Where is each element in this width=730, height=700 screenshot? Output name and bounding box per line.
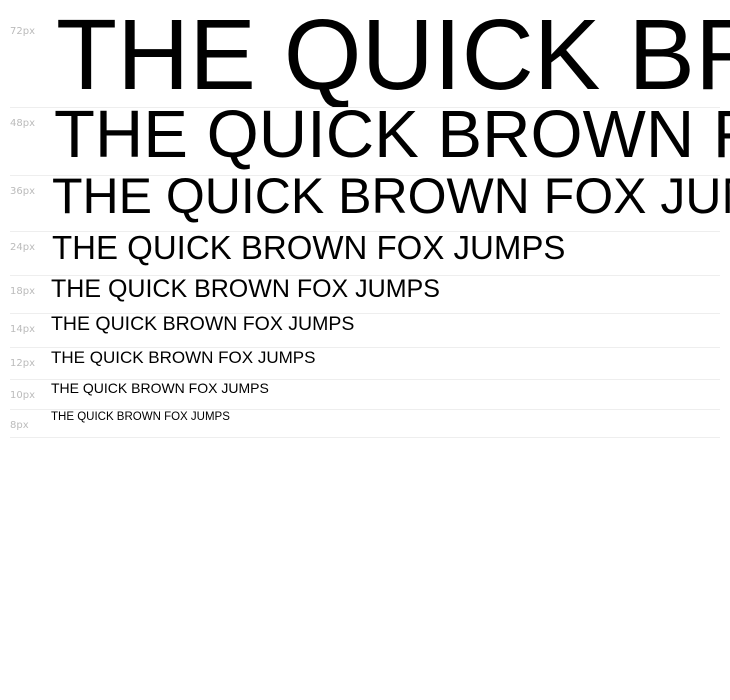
sample-text: THE QUICK BROWN FOX JUMPS	[51, 410, 230, 423]
divider	[10, 347, 720, 348]
divider	[10, 379, 720, 380]
size-label: 14px	[10, 324, 35, 335]
sample-text: THE QUICK BROWN FOX JUMPS	[51, 275, 440, 303]
divider	[10, 409, 720, 410]
size-label: 8px	[10, 420, 29, 431]
sample-text: THE QUICK BROWN FOX JUMPS	[54, 97, 730, 172]
size-label: 48px	[10, 118, 35, 129]
size-label: 18px	[10, 286, 35, 297]
divider	[10, 275, 720, 276]
sample-text: THE QUICK BROWN FOX JUMPS	[51, 348, 316, 367]
sample-text: THE QUICK BROWN FOX JUMPS	[56, 0, 730, 111]
divider	[10, 231, 720, 232]
sample-text: THE QUICK BROWN FOX JUMPS	[51, 313, 355, 335]
size-label: 24px	[10, 242, 35, 253]
size-label: 36px	[10, 186, 35, 197]
sample-text: THE QUICK BROWN FOX JUMPS	[52, 229, 566, 266]
size-label: 10px	[10, 390, 35, 401]
divider	[10, 175, 720, 176]
divider	[10, 313, 720, 314]
sample-text: THE QUICK BROWN FOX JUMPS	[52, 168, 730, 224]
sample-text: THE QUICK BROWN FOX JUMPS	[51, 380, 269, 396]
size-label: 72px	[10, 26, 35, 37]
divider	[10, 437, 720, 438]
size-label: 12px	[10, 358, 35, 369]
divider	[10, 107, 720, 108]
